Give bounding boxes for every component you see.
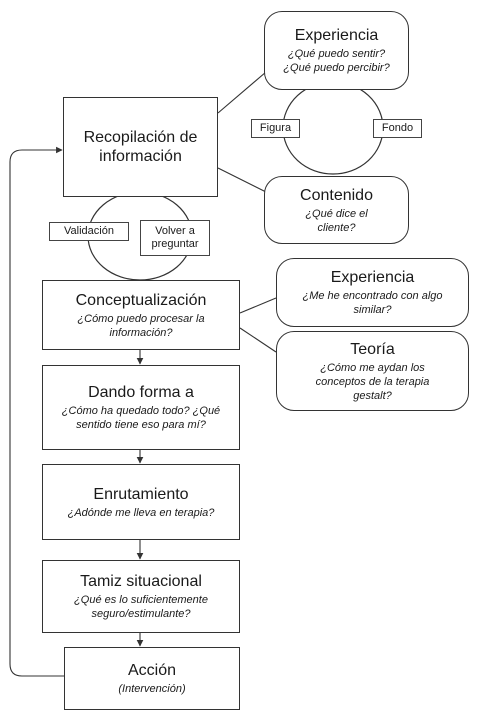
- experiencia-side-title: Experiencia: [330, 269, 415, 286]
- conceptualizacion-title: Conceptualización: [75, 291, 207, 309]
- tamiz-title: Tamiz situacional: [80, 573, 202, 590]
- figura-label: Figura: [251, 119, 300, 138]
- dando-forma-question: ¿Cómo ha quedado todo? ¿Qué sentido tien…: [61, 405, 221, 431]
- conceptualizacion-box: Conceptualización ¿Cómo puedo procesar l…: [42, 280, 240, 350]
- fondo-label: Fondo: [373, 119, 422, 138]
- feedback-loop: [9, 146, 64, 677]
- recopilacion-box: Recopilación de información: [63, 97, 218, 197]
- dando-forma-title: Dando forma a: [88, 384, 194, 401]
- recopilacion-title: Recopilación de información: [83, 129, 198, 165]
- experiencia-side-question: ¿Me he encontrado con algo similar?: [302, 290, 443, 316]
- validacion-label: Validación: [49, 222, 129, 241]
- enrutamiento-box: Enrutamiento ¿Adónde me lleva en terapia…: [42, 464, 240, 540]
- link-concept-teoria: [239, 327, 277, 353]
- contenido-title: Contenido: [300, 186, 373, 204]
- enrutamiento-question: ¿Adónde me lleva en terapia?: [67, 506, 215, 519]
- tamiz-question: ¿Qué es lo suficientemente seguro/estimu…: [74, 594, 208, 620]
- experiencia-top-title: Experiencia: [294, 27, 379, 44]
- contenido-question: ¿Qué dice el cliente?: [305, 207, 368, 234]
- experiencia-top-box: Experiencia ¿Qué puedo sentir?¿Qué puedo…: [264, 11, 409, 90]
- link-recopilacion-contenido: [217, 167, 267, 193]
- conceptualizacion-question: ¿Cómo puedo procesar la información?: [77, 312, 205, 339]
- tamiz-box: Tamiz situacional ¿Qué es lo suficientem…: [42, 560, 240, 633]
- link-recopilacion-experiencia: [217, 71, 267, 114]
- experiencia-top-question: ¿Qué puedo sentir?¿Qué puedo percibir?: [283, 48, 390, 74]
- link-concept-experiencia: [239, 297, 277, 314]
- teoria-title: Teoría: [350, 340, 395, 358]
- accion-question: (Intervención): [118, 683, 186, 695]
- teoria-box: Teoría ¿Cómo me aydan los conceptos de l…: [276, 331, 469, 411]
- accion-title: Acción: [127, 662, 177, 679]
- accion-box: Acción (Intervención): [64, 647, 240, 710]
- volver-label: Volver a preguntar: [140, 220, 210, 256]
- contenido-box: Contenido ¿Qué dice el cliente?: [264, 176, 409, 244]
- teoria-question: ¿Cómo me aydan los conceptos de la terap…: [315, 361, 430, 402]
- experiencia-side-box: Experiencia ¿Me he encontrado con algo s…: [276, 258, 469, 327]
- enrutamiento-title: Enrutamiento: [93, 485, 189, 503]
- dando-forma-box: Dando forma a ¿Cómo ha quedado todo? ¿Qu…: [42, 365, 240, 450]
